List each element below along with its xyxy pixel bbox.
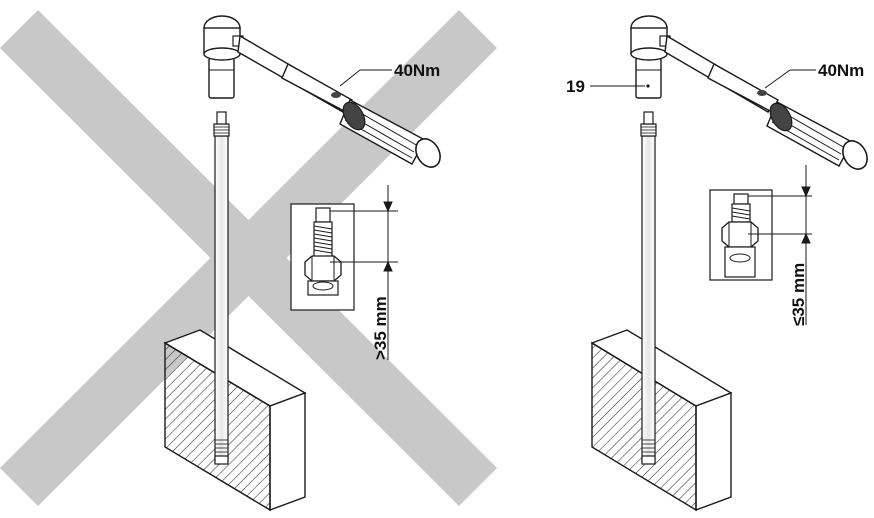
threaded-rod-right (640, 111, 657, 465)
left-panel: 40Nm >35 mm (0, 10, 497, 512)
dimension-label-left: >35 mm (371, 296, 390, 360)
threaded-rod-left (213, 111, 230, 465)
torque-wrench-left (203, 15, 441, 168)
torque-label-left: 40Nm (394, 61, 440, 80)
hatched-block-left (163, 329, 307, 512)
dimension-marker-right (748, 165, 812, 325)
detail-inset-left (290, 203, 355, 311)
dimension-marker-left (330, 185, 398, 360)
detail-inset-right (709, 189, 773, 281)
torque-callout-right: 40Nm (764, 61, 864, 89)
dimension-label-right: ≤35 mm (789, 263, 808, 326)
torque-callout-left: 40Nm (339, 61, 440, 87)
socket-callout: 19 (566, 77, 645, 96)
socket-size-label: 19 (566, 77, 585, 96)
torque-wrench-right (630, 15, 868, 170)
socket-right (635, 57, 662, 99)
socket-left (208, 57, 235, 99)
torque-label-right: 40Nm (818, 61, 864, 80)
hatched-block-right (590, 329, 733, 512)
right-panel: 19 40Nm (566, 15, 868, 512)
